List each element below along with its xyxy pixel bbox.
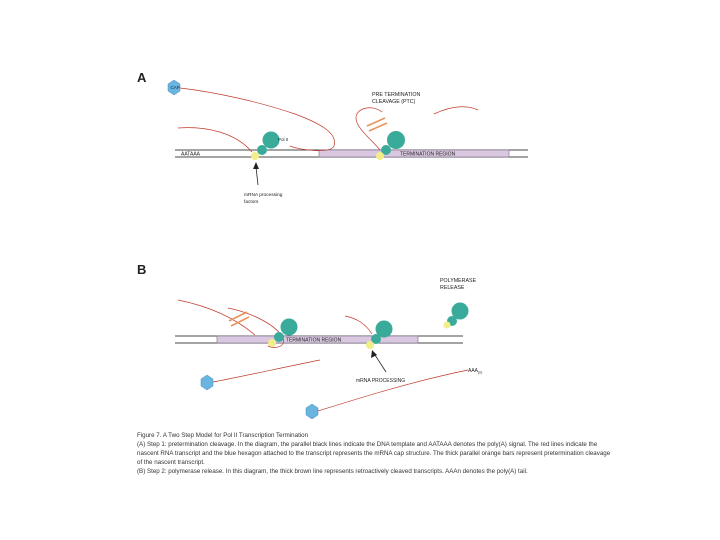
factors-arrow-a bbox=[255, 166, 259, 186]
processing-factor-b-right bbox=[366, 341, 374, 349]
nascent-rna-short-a bbox=[177, 127, 253, 153]
cleavage-bar-1-a bbox=[366, 117, 386, 127]
mrna-processing-label: mRNA PROCESSING bbox=[356, 378, 405, 384]
cleaved-rna-a bbox=[433, 106, 479, 115]
pol-ii-body-ptc bbox=[387, 131, 405, 149]
ptc-label-line2: CLEAVAGE (PTC) bbox=[372, 99, 416, 105]
rna-right-b bbox=[344, 315, 373, 335]
termination-region-label-b: TERMINATION REGION bbox=[286, 338, 342, 344]
released-pol-ii-body bbox=[451, 302, 469, 320]
pol-ii-body-b-right bbox=[375, 320, 393, 338]
panel-a-label: A bbox=[137, 70, 147, 85]
cap-label-a: CAP bbox=[171, 85, 180, 90]
caption-step-b: (B) Step 2: polymerase release. In this … bbox=[137, 468, 528, 475]
termination-region-box-b bbox=[216, 335, 419, 344]
termination-region-box-a bbox=[318, 149, 510, 158]
pol-ii-small-b-left bbox=[274, 332, 284, 342]
poly-a-text: AAA bbox=[468, 368, 479, 374]
pol-ii-body-b-left bbox=[280, 318, 298, 336]
polymerase-release-line2: RELEASE bbox=[440, 285, 465, 291]
polyadenylated-transcript bbox=[317, 369, 469, 412]
polymerase-release-line1: POLYMERASE bbox=[440, 278, 477, 284]
factors-label-line1: mRNA processing bbox=[244, 192, 283, 198]
pol-ii-small-ptc bbox=[381, 145, 391, 155]
pol-ii-body-a bbox=[262, 131, 280, 149]
cap-hexagon-a bbox=[167, 79, 181, 96]
mrna-processing-arrow bbox=[374, 354, 387, 373]
panel-b-label: B bbox=[137, 262, 146, 277]
factors-label-line2: factors bbox=[244, 199, 259, 205]
caption-title: Figure 7. A Two Step Model for Pol II Tr… bbox=[137, 432, 309, 439]
processing-factor-ptc bbox=[376, 152, 384, 160]
pol-ii-small-a bbox=[257, 145, 267, 155]
cleavage-bar-2-b bbox=[230, 316, 250, 327]
ptc-label-line1: PRE TERMINATION bbox=[372, 92, 421, 98]
mrna-processing-arrow-head bbox=[371, 350, 377, 358]
pol-ii-label-a: Pol II bbox=[278, 137, 288, 142]
poly-a-label: AAA(n) bbox=[468, 368, 482, 375]
caption-step-a: (A) Step 1: pretermination cleavage. In … bbox=[137, 441, 611, 466]
released-factor bbox=[443, 321, 451, 329]
rna-left-b bbox=[177, 299, 256, 336]
figure-caption: Figure 7. A Two Step Model for Pol II Tr… bbox=[137, 431, 612, 476]
rna-loop-ptc-a bbox=[355, 107, 383, 151]
cap-hexagon-b-lower bbox=[305, 403, 319, 420]
nascent-rna-long-a bbox=[179, 87, 335, 151]
processing-factor-b-left bbox=[268, 339, 276, 347]
aataaa-label-a: AATAAA bbox=[181, 152, 201, 158]
processing-factor-a bbox=[251, 152, 259, 160]
termination-region-label-a: TERMINATION REGION bbox=[400, 152, 456, 158]
cleavage-bar-1-b bbox=[228, 311, 248, 322]
cleavage-bar-2-a bbox=[368, 122, 388, 132]
cap-hexagon-b-upper bbox=[200, 374, 214, 391]
cleaved-transcript-upper bbox=[212, 359, 321, 383]
pol-ii-small-b-right bbox=[371, 334, 381, 344]
poly-a-subscript: (n) bbox=[478, 371, 482, 375]
factors-arrow-head-a bbox=[253, 162, 259, 169]
